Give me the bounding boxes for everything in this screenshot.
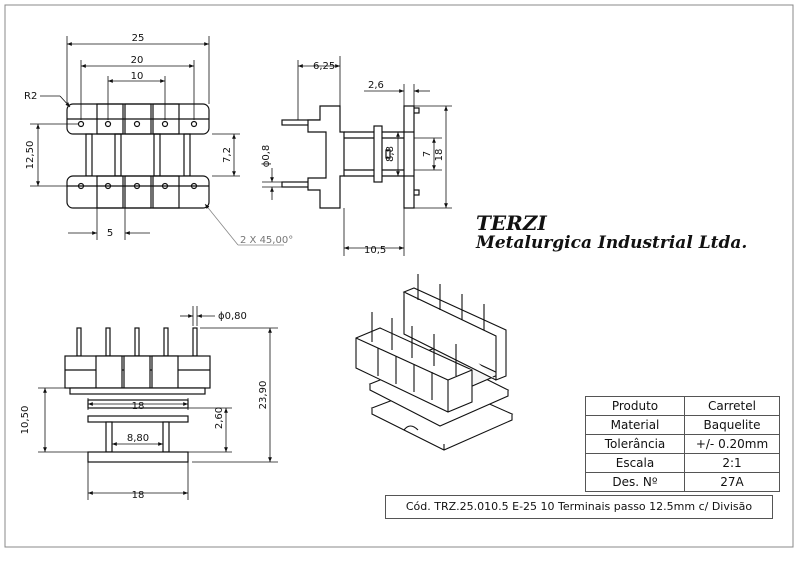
title-block-table: Produto Carretel Material Baquelite Tole… xyxy=(585,396,780,492)
title-block-row: Produto Carretel xyxy=(585,396,780,416)
dim-height: 12,50 xyxy=(25,141,36,170)
title-block-row: Des. Nº 27A xyxy=(585,472,780,492)
drawing-frame xyxy=(4,4,794,548)
dim-overall-height-front: 23,90 xyxy=(258,381,269,410)
side-view xyxy=(281,105,420,209)
title-block-label: Escala xyxy=(585,453,685,473)
dim-pin-span: 20 xyxy=(131,55,144,66)
company-name: TERZI xyxy=(476,211,547,235)
part-code: Cód. TRZ.25.010.5 E-25 10 Terminais pass… xyxy=(385,495,773,519)
title-block-row: Escala 2:1 xyxy=(585,453,780,473)
title-block-row: Material Baquelite xyxy=(585,415,780,435)
title-block-value: Carretel xyxy=(684,396,780,416)
dim-pin-length: 6,25 xyxy=(313,61,335,72)
dim-pin-pitch: 5 xyxy=(107,228,113,239)
dim-base-height: 10,50 xyxy=(20,406,31,435)
dim-bottom-width: 18 xyxy=(132,490,145,501)
title-block-value: +/- 0.20mm xyxy=(684,434,780,454)
top-view-dimensions xyxy=(30,36,284,246)
title-block-value: 27A xyxy=(684,472,780,492)
dim-pin-diameter-side: ϕ0,8 xyxy=(261,145,272,168)
dim-inner-pin-span: 10 xyxy=(131,71,144,82)
dim-pin-diameter-front: ϕ0,80 xyxy=(218,311,247,322)
top-view xyxy=(66,103,210,209)
title-block-value: Baquelite xyxy=(684,415,780,435)
dim-core-width: 8,80 xyxy=(127,433,149,444)
title-block-label: Tolerância xyxy=(585,434,685,454)
title-block-label: Produto xyxy=(585,396,685,416)
title-block-value: 2:1 xyxy=(684,453,780,473)
title-block-label: Material xyxy=(585,415,685,435)
company-subtitle: Metalurgica Industrial Ltda. xyxy=(476,233,748,253)
side-view-dimension-texts: 6,25 2,6 ϕ0,8 8,8 7 18 10,5 xyxy=(261,61,445,256)
dim-base-gap: 2,60 xyxy=(214,407,225,429)
dim-depth: 10,5 xyxy=(364,245,386,256)
front-view-dimensions xyxy=(38,306,278,500)
side-view-dimensions xyxy=(262,56,452,256)
dim-overall-width: 25 xyxy=(132,33,145,44)
isometric-view xyxy=(355,274,514,451)
title-block-row: Tolerância +/- 0.20mm xyxy=(585,434,780,454)
dim-radius: R2 xyxy=(24,91,37,102)
dim-inner-gap: 7,2 xyxy=(222,147,233,163)
dim-core-height: 8,8 xyxy=(385,146,396,162)
dim-chamfer: 2 X 45,00° xyxy=(240,235,293,246)
top-view-dimension-texts: 25 20 10 R2 12,50 7,2 5 2 X 45,00° xyxy=(24,33,293,246)
dim-flange-thickness: 2,6 xyxy=(368,80,384,91)
dim-window: 7 xyxy=(422,151,433,157)
dim-overall-height-side: 18 xyxy=(434,149,445,162)
front-view-dimension-texts: ϕ0,80 23,90 10,50 18 8,80 2,60 18 xyxy=(20,311,269,501)
dim-flange-width: 18 xyxy=(132,401,145,412)
title-block-label: Des. Nº xyxy=(585,472,685,492)
